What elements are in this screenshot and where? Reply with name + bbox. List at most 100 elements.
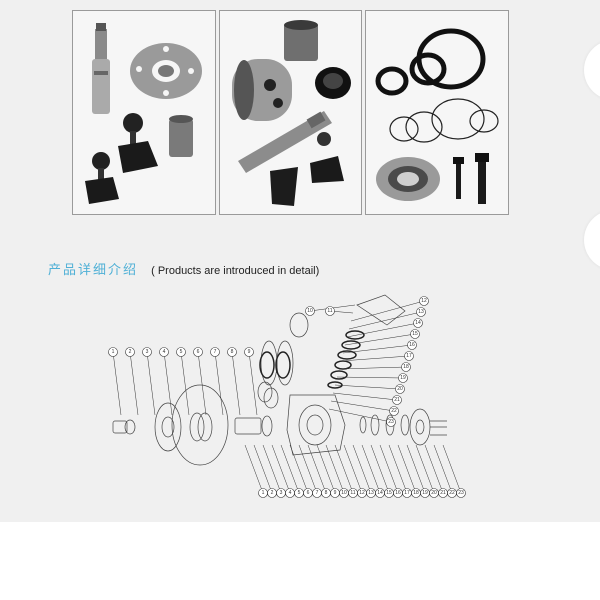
callout-top-3: 3 (146, 349, 149, 355)
callout-top-3-circle (142, 347, 152, 357)
callout-bottom-20-leader (415, 444, 435, 494)
callout-top-7-leader (214, 351, 224, 416)
callout-right-18: 18 (403, 364, 409, 370)
callout-top-6-circle (193, 347, 203, 357)
callout-bottom-9-leader (316, 444, 336, 494)
callout-right-15-leader (344, 333, 416, 346)
callout-bottom-16-leader (379, 444, 399, 494)
callout-bottom-2-leader (253, 444, 273, 494)
callout-bottom-19-leader (406, 444, 426, 494)
callout-top-5: 5 (180, 349, 183, 355)
callout-bottom-16: 16 (395, 490, 401, 496)
callout-bottom-10-leader (325, 444, 345, 494)
callout-bottom-12: 12 (359, 490, 365, 496)
section-heading: 产品详细介绍 ( Products are introduced in deta… (48, 259, 319, 279)
callout-right-11: 11 (327, 308, 332, 314)
callout-top-5-circle (176, 347, 186, 357)
callout-bottom-18: 18 (413, 490, 419, 496)
callout-right-18-leader (338, 366, 407, 370)
callout-top-4-circle (159, 347, 169, 357)
callout-right-19-leader (336, 376, 404, 379)
callout-right-12-circle (419, 296, 429, 306)
callout-right-21-circle (392, 395, 402, 405)
callout-right-23: 23 (388, 419, 394, 425)
callout-bottom-21: 21 (440, 490, 446, 496)
callout-bottom-3: 3 (280, 490, 283, 496)
callout-right-22-circle (389, 406, 399, 416)
callout-right-19: 19 (400, 375, 406, 381)
callout-right-16-circle (407, 340, 417, 350)
callout-bottom-10: 10 (341, 490, 347, 496)
callout-top-8-circle (227, 347, 237, 357)
callout-right-10: 10 (307, 308, 313, 314)
callout-right-20: 20 (397, 386, 403, 392)
callout-bottom-18-leader (397, 444, 417, 494)
callout-bottom-11-leader (334, 444, 354, 494)
callout-top-1-leader (112, 351, 122, 416)
callout-bottom-21-leader (424, 444, 444, 494)
callout-bottom-22: 22 (449, 490, 455, 496)
callout-bottom-8-leader (307, 444, 327, 494)
callout-bottom-5: 5 (298, 490, 301, 496)
callout-bottom-17-leader (388, 444, 408, 494)
callout-bottom-19: 19 (422, 490, 428, 496)
callout-bottom-4: 4 (289, 490, 292, 496)
callout-top-2-leader (129, 351, 139, 416)
callout-right-13-leader (348, 311, 422, 330)
section-title-cn: 产品详细介绍 (48, 263, 139, 278)
side-tab-bottom[interactable] (584, 210, 600, 270)
callout-right-19-circle (398, 373, 408, 383)
callout-top-9-circle (244, 347, 254, 357)
callout-bottom-5-leader (280, 444, 300, 494)
callout-bottom-22-leader (433, 444, 453, 494)
callout-bottom-20: 20 (431, 490, 437, 496)
callout-top-7: 7 (214, 349, 217, 355)
callout-bottom-13-leader (352, 444, 372, 494)
callout-bottom-1: 1 (262, 490, 265, 496)
photo-seals-bearing-bolts (365, 10, 509, 215)
callout-bottom-7-leader (298, 444, 318, 494)
callout-top-1: 1 (112, 349, 115, 355)
callout-right-20-leader (334, 384, 401, 390)
callout-right-10-circle (305, 306, 315, 316)
callout-right-14: 14 (415, 320, 421, 326)
callout-right-22-leader (330, 400, 395, 412)
callout-top-1-circle (108, 347, 118, 357)
callout-top-4-leader (163, 351, 173, 416)
callout-top-8: 8 (231, 349, 234, 355)
callout-right-14-circle (413, 318, 423, 328)
callout-top-2: 2 (129, 349, 132, 355)
callout-bottom-9: 9 (334, 490, 337, 496)
callout-right-13-circle (416, 307, 426, 317)
callout-bottom-14-leader (361, 444, 381, 494)
callout-top-8-leader (231, 351, 241, 416)
callout-right-11-circle (325, 306, 335, 316)
callout-right-14-leader (346, 322, 419, 338)
callout-right-15: 15 (412, 331, 418, 337)
callout-bottom-13: 13 (368, 490, 374, 496)
callout-bottom-6-leader (289, 444, 309, 494)
callout-bottom-17: 17 (404, 490, 410, 496)
callout-bottom-4-leader (271, 444, 291, 494)
callout-right-18-circle (401, 362, 411, 372)
callout-bottom-14: 14 (377, 490, 383, 496)
callout-bottom-2: 2 (271, 490, 274, 496)
side-tab-top[interactable] (584, 40, 600, 100)
callout-top-6: 6 (197, 349, 200, 355)
callout-bottom-1-leader (244, 444, 264, 494)
callout-top-3-leader (146, 351, 156, 416)
callout-right-15-circle (410, 329, 420, 339)
callout-bottom-8: 8 (325, 490, 328, 496)
callout-right-21-leader (332, 392, 398, 401)
callout-right-12: 12 (421, 298, 427, 304)
callout-bottom-3-leader (262, 444, 282, 494)
callout-right-23-circle (386, 417, 396, 427)
callout-bottom-11: 11 (350, 490, 355, 496)
product-image-area: 产品详细介绍 ( Products are introduced in deta… (0, 0, 600, 522)
callout-top-2-circle (125, 347, 135, 357)
section-title-en: ( Products are introduced in detail) (151, 265, 320, 277)
callout-top-5-leader (180, 351, 190, 416)
callout-right-20-circle (395, 384, 405, 394)
callout-right-23-leader (328, 408, 392, 423)
